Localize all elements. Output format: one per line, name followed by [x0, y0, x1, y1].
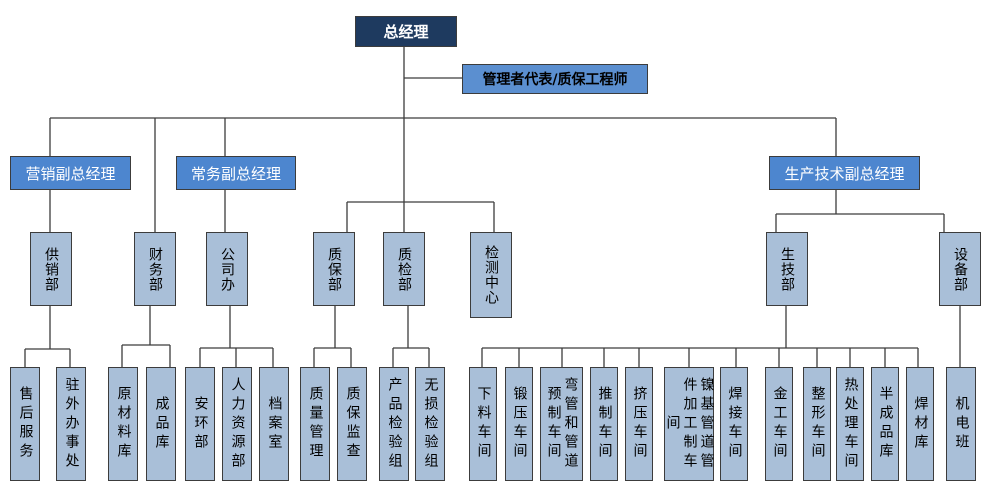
node-unit: 安环部 — [185, 367, 215, 481]
node-unit: 机电班 — [946, 367, 976, 481]
node-dept-finance: 财务部 — [134, 232, 176, 306]
node-unit: 成品库 — [146, 367, 176, 481]
node-management-representative: 管理者代表/质保工程师 — [462, 64, 648, 94]
node-unit: 整形车间 — [803, 367, 831, 481]
node-unit: 售后服务 — [10, 367, 40, 481]
node-vp-production-tech: 生产技术副总经理 — [769, 156, 920, 190]
node-general-manager: 总经理 — [355, 16, 457, 47]
node-dept-testing-center: 检测中心 — [470, 232, 512, 318]
node-unit: 焊材库 — [906, 367, 934, 481]
node-dept-equipment: 设备部 — [939, 232, 981, 306]
node-unit: 无损检验组 — [415, 367, 445, 481]
node-dept-supply-sales: 供销部 — [30, 232, 72, 306]
node-unit: 质量管理 — [300, 367, 330, 481]
node-unit: 金工车间 — [765, 367, 793, 481]
node-unit: 驻外办事处 — [56, 367, 86, 481]
node-unit: 半成品库 — [871, 367, 899, 481]
node-dept-company-office: 公司办 — [206, 232, 248, 306]
node-unit: 焊接车间 — [720, 367, 748, 481]
node-unit: 挤压车间 — [625, 367, 653, 481]
node-unit: 弯管和管道预制车间 — [540, 367, 583, 481]
node-unit: 下料车间 — [469, 367, 497, 481]
node-unit: 质保监查 — [337, 367, 367, 481]
node-unit: 产品检验组 — [379, 367, 409, 481]
node-unit: 档案室 — [259, 367, 289, 481]
node-dept-quality-inspection: 质检部 — [383, 232, 425, 306]
node-unit: 锻压车间 — [505, 367, 533, 481]
node-dept-quality-assurance: 质保部 — [313, 232, 355, 306]
node-unit: 镍基管道管件加工制车间 — [664, 367, 715, 481]
node-unit: 原材料库 — [108, 367, 138, 481]
node-vp-sales: 营销副总经理 — [10, 156, 131, 190]
node-vp-executive: 常务副总经理 — [176, 156, 296, 190]
node-unit: 热处理车间 — [836, 367, 864, 481]
node-dept-production-tech: 生技部 — [766, 232, 808, 306]
node-unit: 人力资源部 — [222, 367, 252, 481]
node-unit: 推制车间 — [590, 367, 618, 481]
